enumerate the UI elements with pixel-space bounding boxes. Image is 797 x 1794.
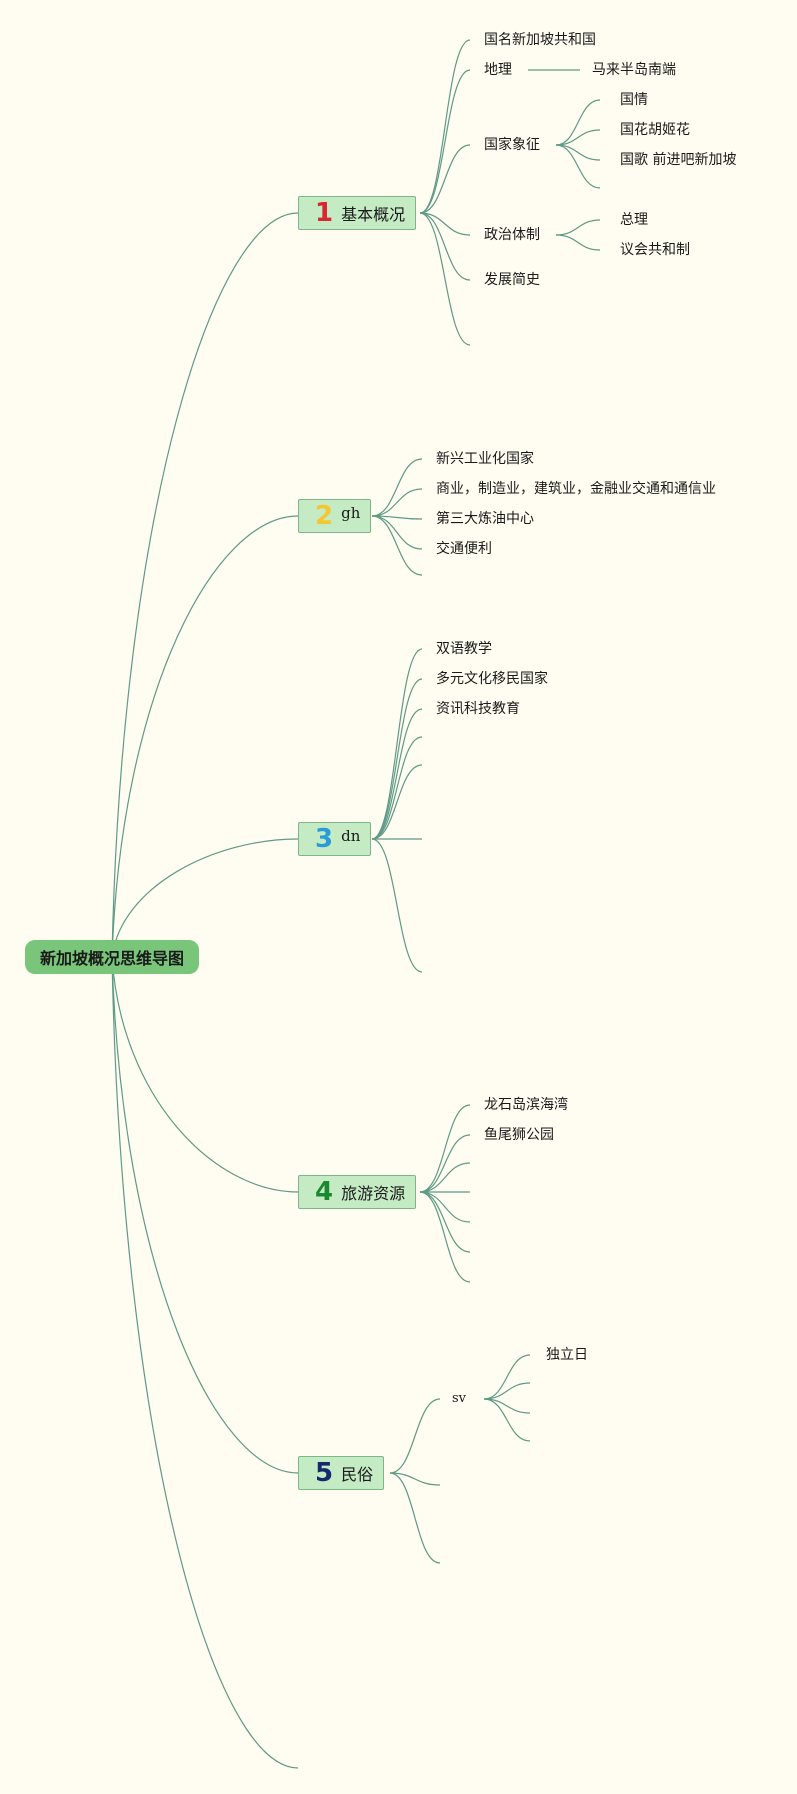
- branch-connector: [371, 708, 423, 840]
- topic-marina-bay[interactable]: 龙石岛滨海湾: [484, 1097, 568, 1113]
- root-connector: [111, 838, 299, 958]
- topic-sv[interactable]: sv: [452, 1391, 467, 1406]
- topic-geography[interactable]: 地理: [484, 62, 512, 78]
- subtopic-connector: [483, 1398, 531, 1442]
- subtopic-connector: [483, 1382, 531, 1400]
- topic-development-history[interactable]: 发展简史: [484, 272, 540, 288]
- branch-connector: [371, 515, 423, 576]
- subtopic-parliamentary-republic[interactable]: 议会共和制: [620, 242, 690, 258]
- branch-dn[interactable]: 3 dn: [298, 822, 372, 856]
- branch-connector: [371, 648, 423, 840]
- branch-customs[interactable]: 5 民俗: [298, 1456, 385, 1490]
- topic-bilingual[interactable]: 双语教学: [436, 641, 492, 657]
- subtopic-independence-day[interactable]: 独立日: [546, 1347, 588, 1363]
- branch-connector: [419, 212, 471, 281]
- subtopic-national-situation[interactable]: 国情: [620, 92, 648, 108]
- subtopic-national-anthem[interactable]: 国歌 前进吧新加坡: [620, 152, 737, 168]
- branch-label: 基本概况: [341, 205, 406, 224]
- branch-connector: [389, 1472, 441, 1486]
- branch-label: gh: [341, 504, 361, 522]
- number-five-badge: 5: [315, 1458, 334, 1488]
- branch-label: 民俗: [341, 1465, 374, 1484]
- branch-label: 旅游资源: [341, 1184, 406, 1203]
- topic-national-symbols[interactable]: 国家象征: [484, 137, 540, 153]
- subtopic-connector: [555, 234, 601, 251]
- subtopic-connector: [555, 99, 601, 146]
- topic-country-name[interactable]: 国名新加坡共和国: [484, 32, 596, 48]
- subtopic-connector: [555, 219, 601, 236]
- number-four-badge: 4: [315, 1177, 334, 1207]
- branch-basic-overview[interactable]: 1 基本概况: [298, 196, 417, 230]
- branch-connector: [419, 1191, 471, 1283]
- subtopic-connector: [555, 144, 601, 161]
- branch-tourism[interactable]: 4 旅游资源: [298, 1175, 417, 1209]
- root-topic[interactable]: 新加坡概况思维导图: [25, 940, 199, 974]
- branch-connector: [419, 1191, 471, 1253]
- branch-connector: [371, 488, 423, 517]
- topic-transport[interactable]: 交通便利: [436, 541, 492, 557]
- subtopic-connector: [555, 144, 601, 189]
- subtopic-connector: [555, 129, 601, 146]
- branch-label: dn: [341, 827, 361, 845]
- branch-connector: [419, 212, 471, 236]
- branch-connector: [419, 1191, 471, 1223]
- branch-connector: [419, 69, 471, 214]
- subtopic-connector: [483, 1354, 531, 1400]
- branch-connector: [419, 144, 471, 214]
- topic-industries[interactable]: 商业，制造业，建筑业，金融业交通和通信业: [436, 481, 716, 497]
- branch-connector: [371, 736, 423, 840]
- branch-connector: [389, 1398, 441, 1474]
- branch-connector: [371, 838, 423, 973]
- root-connector: [111, 956, 299, 1474]
- topic-it-education[interactable]: 资讯科技教育: [436, 701, 520, 717]
- branch-connector: [419, 1104, 471, 1193]
- root-connector: [111, 956, 299, 1769]
- branch-connector: [389, 1472, 441, 1564]
- subtopic-malay-peninsula[interactable]: 马来半岛南端: [592, 62, 676, 78]
- branch-connector: [371, 678, 423, 840]
- number-one-badge: 1: [315, 198, 334, 228]
- topic-multicultural[interactable]: 多元文化移民国家: [436, 671, 548, 687]
- topic-merlion-park[interactable]: 鱼尾狮公园: [484, 1127, 554, 1143]
- branch-connector: [419, 1134, 471, 1193]
- branch-connector: [419, 39, 471, 214]
- subtopic-national-flower[interactable]: 国花胡姬花: [620, 122, 690, 138]
- root-connector: [111, 956, 299, 1193]
- branch-connector: [371, 458, 423, 517]
- subtopic-prime-minister[interactable]: 总理: [620, 212, 648, 228]
- root-connector: [111, 212, 299, 958]
- topic-political-system[interactable]: 政治体制: [484, 227, 540, 243]
- topic-industrialized[interactable]: 新兴工业化国家: [436, 451, 534, 467]
- branch-gh[interactable]: 2 gh: [298, 499, 372, 533]
- topic-refining-center[interactable]: 第三大炼油中心: [436, 511, 534, 527]
- number-three-badge: 3: [315, 824, 334, 854]
- branch-connector: [419, 1162, 471, 1193]
- number-two-badge: 2: [315, 501, 334, 531]
- branch-connector: [371, 515, 423, 550]
- branch-connector: [419, 212, 471, 346]
- root-connector: [111, 515, 299, 958]
- branch-connector: [371, 764, 423, 840]
